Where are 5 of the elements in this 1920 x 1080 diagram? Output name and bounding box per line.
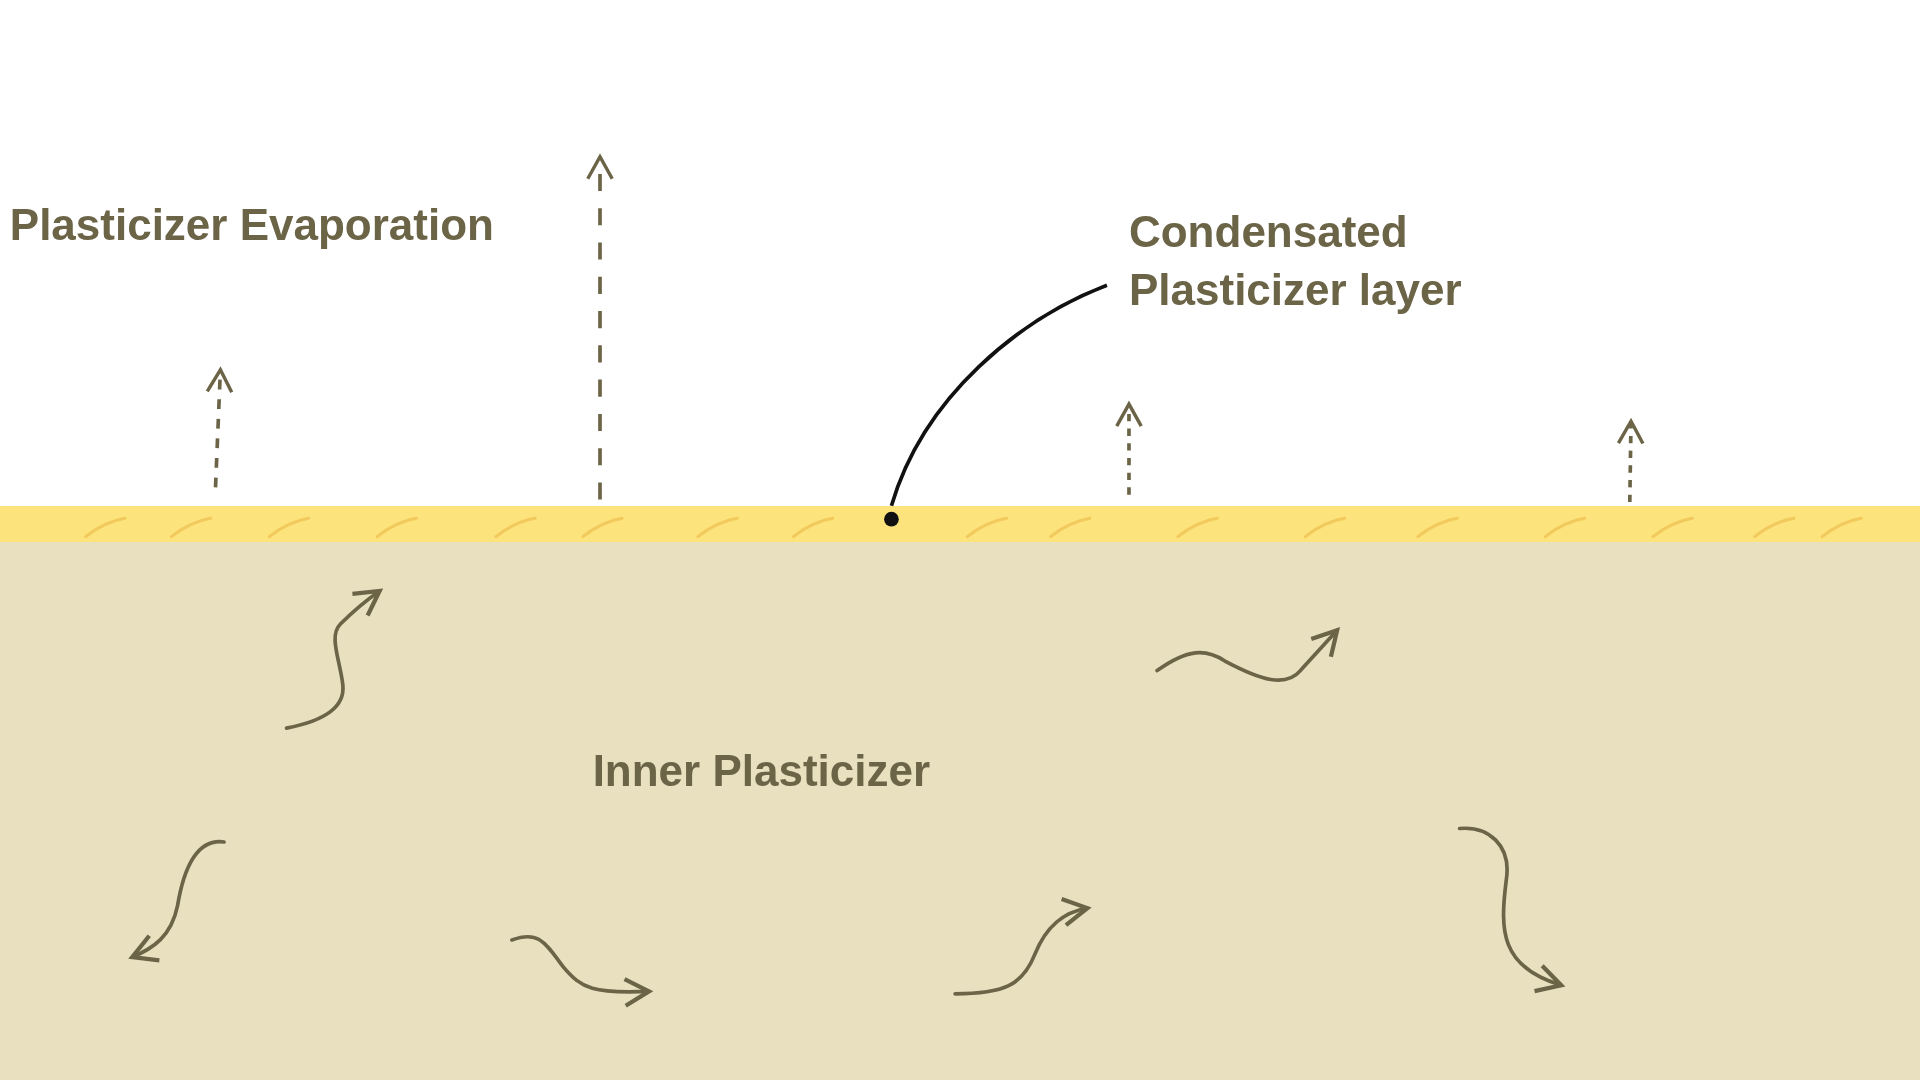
callout-label: Condensated Plasticizer layer (1128, 203, 1570, 320)
annotation-label: Plasticizer Evaporation (9, 198, 494, 251)
region-label: Inner Plasticizer (592, 745, 931, 797)
material-region (0, 542, 1920, 1080)
surface-layer-bar (0, 505, 1920, 543)
